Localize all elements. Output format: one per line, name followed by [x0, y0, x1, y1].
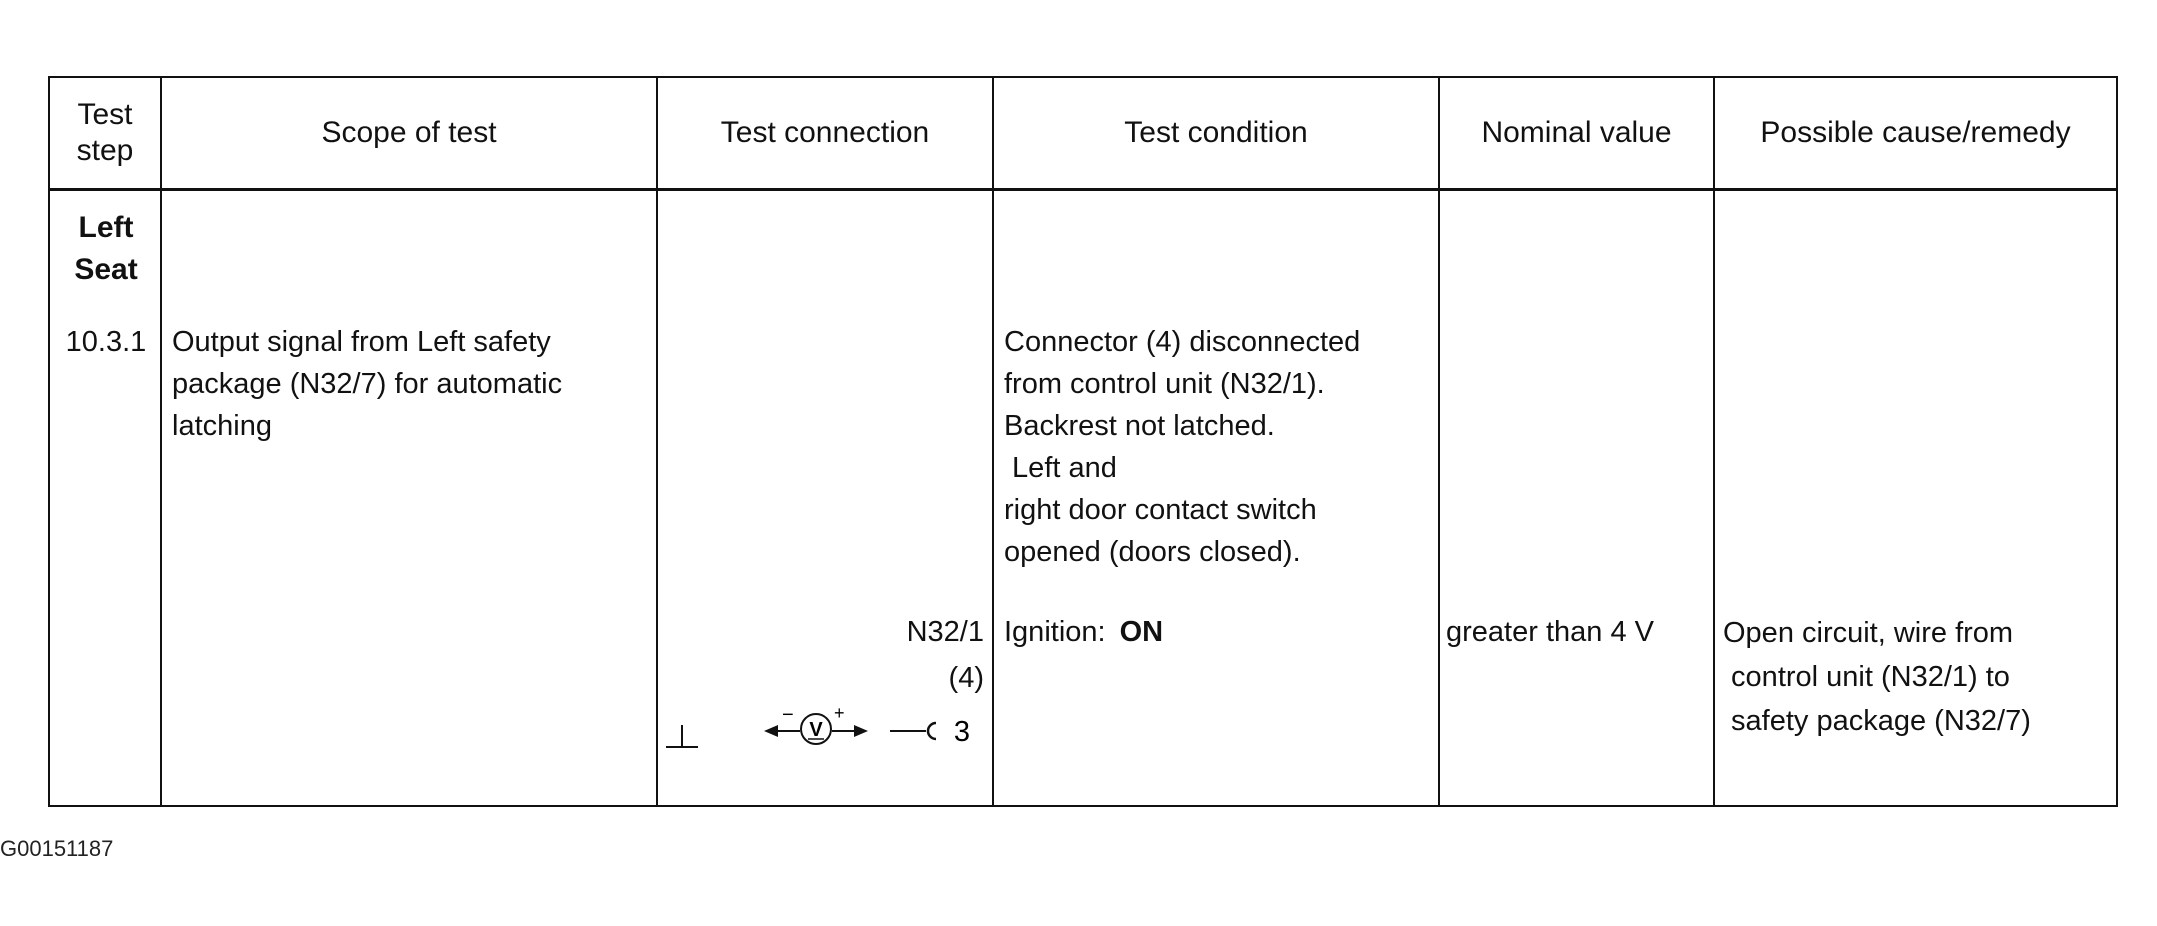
condition-line: right door contact switch — [1004, 494, 1317, 526]
table-row: Left Seat 10.3.1 Output signal from Left… — [48, 188, 2118, 807]
cell-test-step: Left Seat 10.3.1 — [48, 188, 162, 807]
voltmeter-icon: V — [800, 713, 832, 745]
component-ref: N32/1 — [906, 616, 984, 648]
arrow-right-icon — [832, 725, 868, 737]
header-test-step: Test step — [48, 76, 162, 191]
test-step-table: Test step Scope of test Test connection … — [48, 76, 2118, 807]
condition-text: Connector (4) disconnected from control … — [1004, 321, 1434, 573]
ground-icon — [666, 725, 698, 748]
step-number: 10.3.1 — [65, 326, 147, 358]
header-scope-of-test: Scope of test — [160, 76, 658, 191]
remedy-line: safety package (N32/7) — [1723, 705, 2031, 737]
arrow-left-icon — [764, 725, 800, 737]
connector-socket-icon — [926, 721, 937, 741]
header-possible-cause-remedy: Possible cause/remedy — [1713, 76, 2118, 191]
header-test-connection: Test connection — [656, 76, 994, 191]
cell-scope-of-test: Output signal from Left safety package (… — [160, 188, 658, 807]
cell-possible-cause-remedy: Open circuit, wire from control unit (N3… — [1713, 188, 2118, 807]
nominal-value: greater than 4 V — [1446, 616, 1654, 648]
condition-line: opened (doors closed). — [1004, 536, 1301, 568]
pin-number: 3 — [954, 716, 970, 748]
remedy-line: Open circuit, wire from — [1723, 617, 2014, 649]
remedy-line: control unit (N32/1) to — [1723, 661, 2010, 693]
cell-test-condition: Connector (4) disconnected from control … — [992, 188, 1440, 807]
header-nominal-value: Nominal value — [1438, 76, 1715, 191]
scope-text: Output signal from Left safety package (… — [172, 326, 563, 442]
remedy-text: Open circuit, wire from control unit (N3… — [1723, 611, 2115, 743]
svg-text:V: V — [809, 719, 823, 741]
condition-line: Left and — [1004, 452, 1117, 484]
condition-line: Backrest not latched. — [1004, 410, 1275, 442]
figure-id: G00151187 — [0, 836, 114, 861]
step-label: Left Seat — [74, 211, 138, 286]
connector-ref: (4) — [948, 662, 984, 694]
cell-nominal-value: greater than 4 V — [1438, 188, 1715, 807]
condition-line: from control unit (N32/1). — [1004, 368, 1325, 400]
condition-line: Connector (4) disconnected — [1004, 326, 1361, 358]
table-header-row: Test step Scope of test Test connection … — [48, 76, 2118, 191]
plus-sign: + — [834, 703, 845, 723]
ignition-label: Ignition: — [1004, 616, 1106, 648]
header-test-condition: Test condition — [992, 76, 1440, 191]
ignition-value: ON — [1119, 616, 1164, 648]
cell-test-connection: N32/1 (4) — [656, 188, 994, 807]
minus-sign: − — [782, 704, 794, 726]
ignition-condition: Ignition: ON — [1004, 611, 1163, 653]
voltmeter-connection-diagram: − V + — [666, 703, 970, 748]
